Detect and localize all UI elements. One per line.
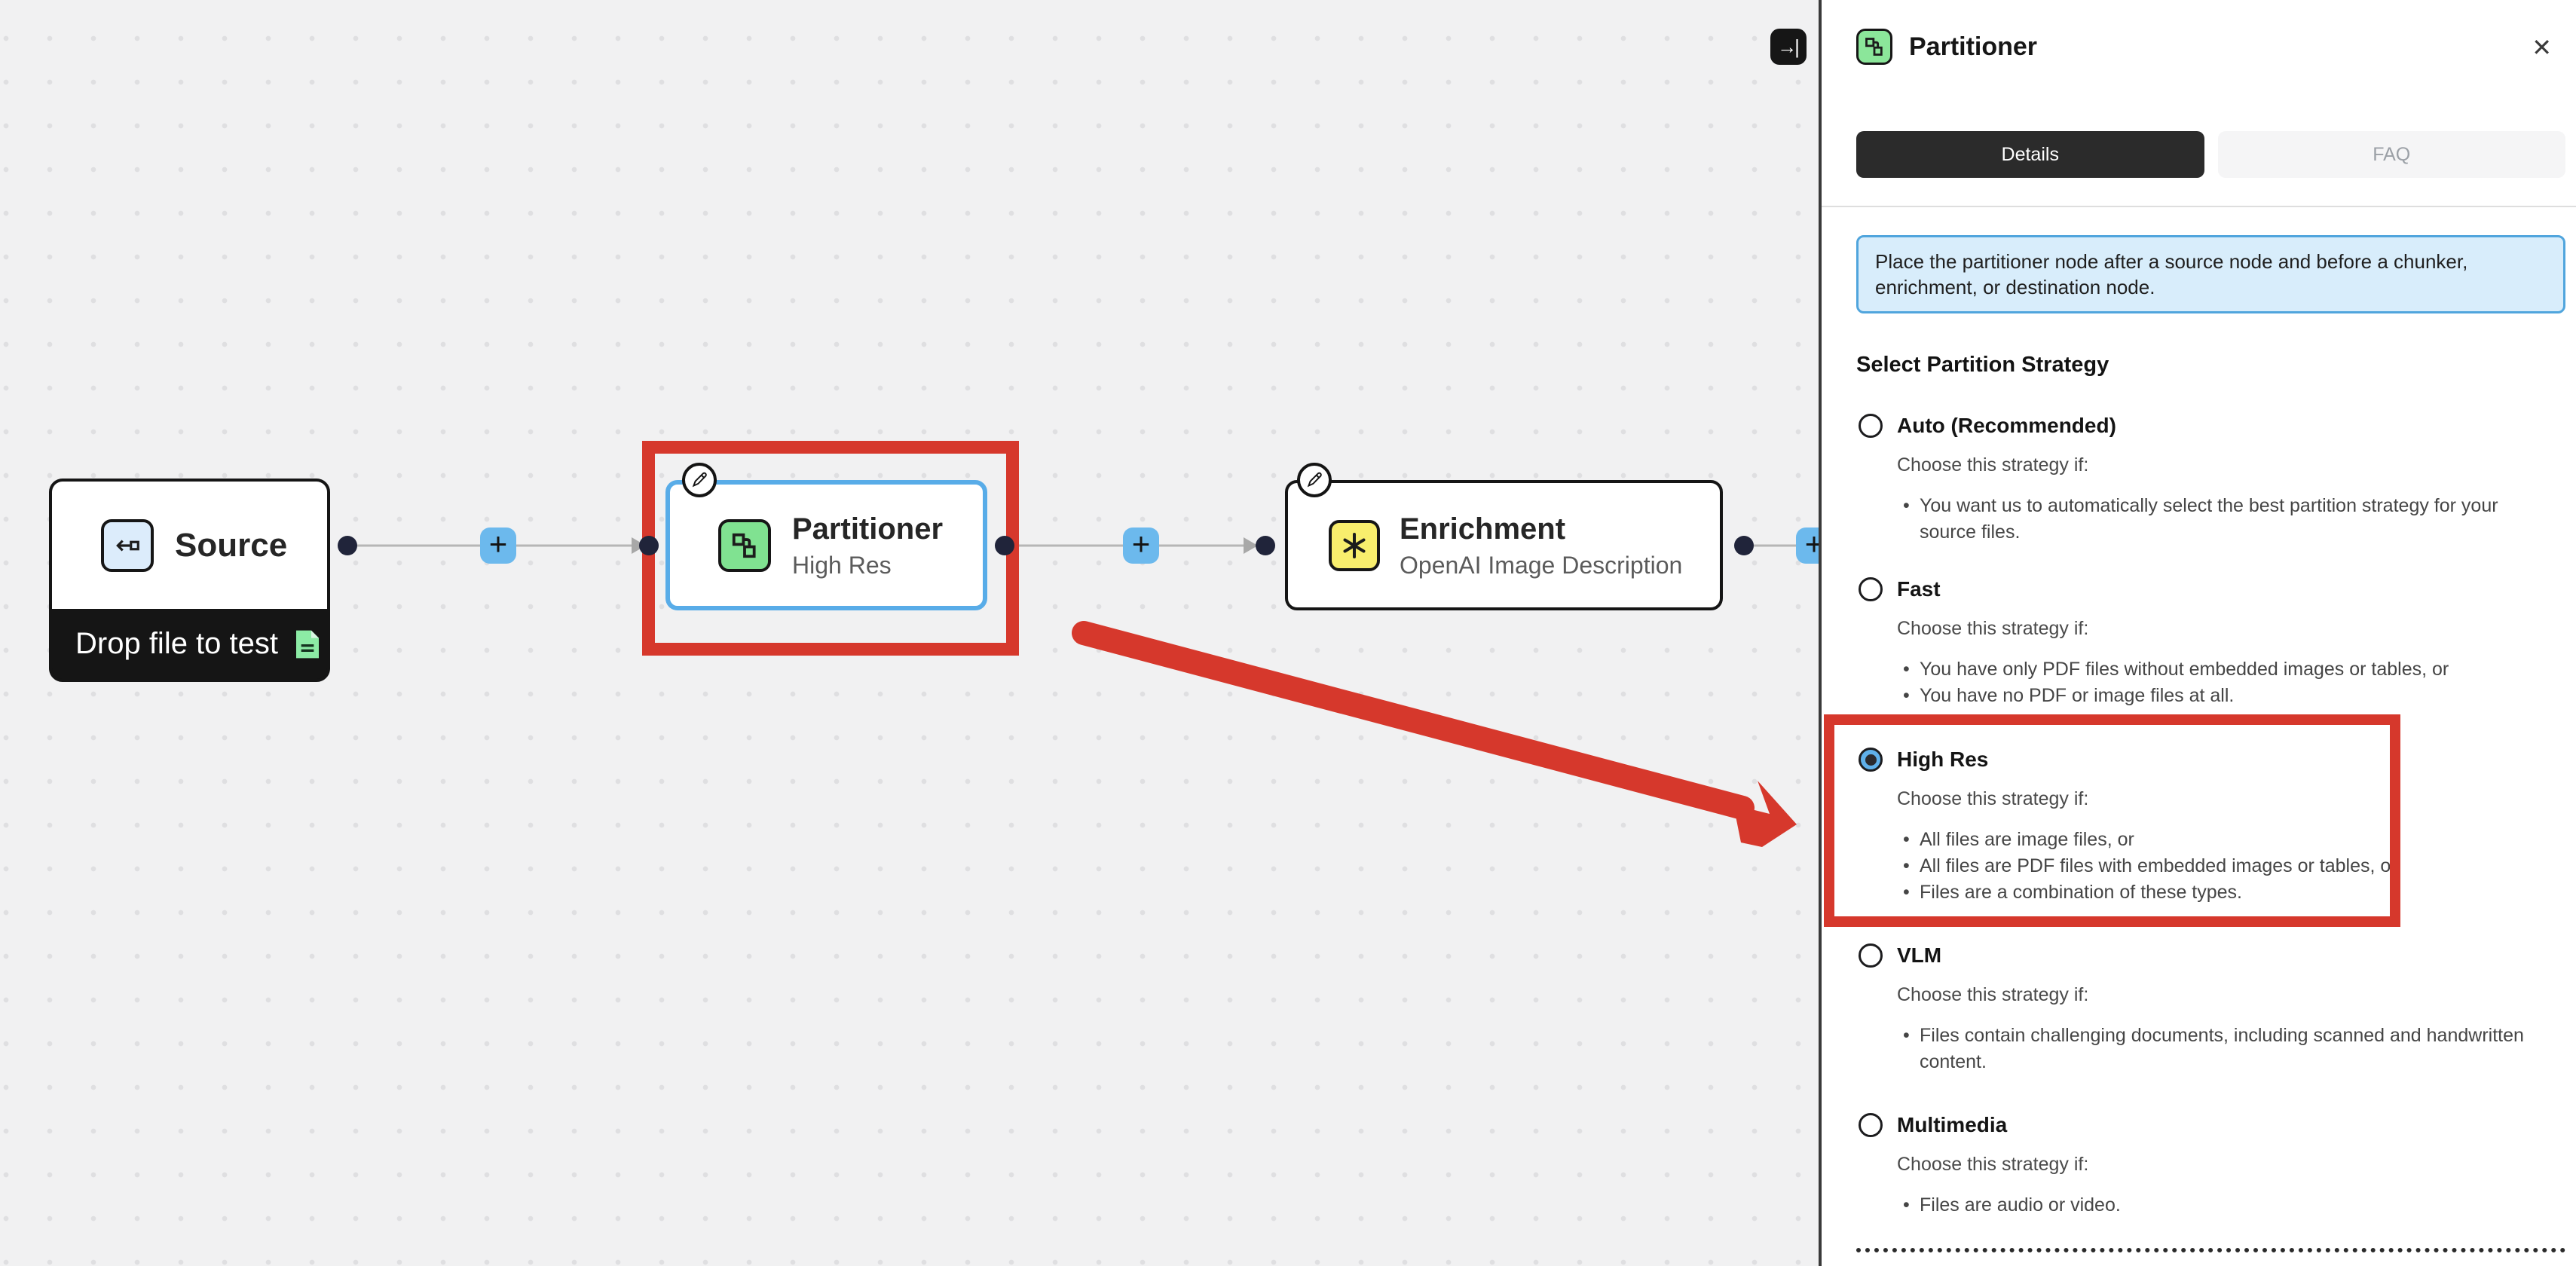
option-bullets: You want us to automatically select the … [1897,493,2546,546]
file-icon [296,630,320,658]
edge-arrowhead [1244,537,1258,554]
placement-info: Place the partitioner node after a sourc… [1856,235,2565,313]
option-label[interactable]: High Res [1897,748,1989,771]
choose-label: Choose this strategy if: [1897,788,2089,809]
panel-title: Partitioner [1909,32,2038,61]
bullet: All files are image files, or [1897,827,2546,853]
tab-details[interactable]: Details [1856,131,2204,178]
strategy-heading: Select Partition Strategy [1856,353,2109,377]
partitioner-icon [1856,29,1892,65]
add-node-button[interactable]: + [480,528,516,564]
option-bullets: You have only PDF files without embedded… [1897,656,2546,709]
node-enrichment-title: Enrichment [1400,512,1566,546]
strategy-option-auto: Auto (Recommended) Choose this strategy … [1859,411,2546,546]
source-icon [101,518,154,572]
enrichment-icon [1329,519,1380,571]
drop-file-label: Drop file to test [75,627,279,660]
strategy-option-multimedia: Multimedia Choose this strategy if: File… [1859,1110,2546,1219]
node-enrichment-subtitle: OpenAI Image Description [1400,551,1683,579]
port-enrichment-in[interactable] [1256,536,1275,555]
annotation-box-partitioner [642,441,1019,656]
strategy-option-high-res: High Res Choose this strategy if: All fi… [1859,745,2546,906]
edit-pencil-icon[interactable] [1297,463,1332,497]
option-bullets: Files are audio or video. [1897,1192,2546,1219]
panel-tabs: Details FAQ [1856,131,2565,178]
node-enrichment[interactable]: Enrichment OpenAI Image Description [1285,480,1723,610]
add-node-button[interactable]: + [1123,528,1159,564]
option-bullets: All files are image files, or All files … [1897,827,2546,906]
collapse-panel-button[interactable]: →| [1770,29,1807,65]
drop-file-zone[interactable]: Drop file to test [52,609,327,679]
radio-auto[interactable] [1859,414,1883,438]
node-partitioner[interactable]: Partitioner High Res [665,480,987,610]
tab-faq[interactable]: FAQ [2217,131,2565,178]
edit-pencil-icon[interactable] [682,463,717,497]
port-source-out[interactable] [338,536,357,555]
edge-layer [357,537,1796,554]
strategy-option-vlm: VLM Choose this strategy if: Files conta… [1859,940,2546,1075]
partitioner-icon [718,518,771,572]
bullet: You have only PDF files without embedded… [1897,656,2546,683]
node-source-body: Source [52,482,327,609]
option-label[interactable]: Multimedia [1897,1113,2008,1136]
strategy-option-fast: Fast Choose this strategy if: You have o… [1859,574,2546,709]
choose-label: Choose this strategy if: [1897,1154,2089,1175]
workflow-canvas[interactable]: Source Drop file to test [0,0,1832,1266]
section-divider [1856,1248,2565,1252]
bullet: Files contain challenging documents, inc… [1897,1023,2546,1075]
bullet: You have no PDF or image files at all. [1897,683,2546,709]
radio-vlm[interactable] [1859,943,1883,968]
node-partitioner-title: Partitioner [792,512,944,546]
edge-arrowhead [632,537,646,554]
choose-label: Choose this strategy if: [1897,618,2089,639]
bullet: All files are PDF files with embedded im… [1897,853,2546,879]
bullet: Files are audio or video. [1897,1192,2546,1219]
option-bullets: Files contain challenging documents, inc… [1897,1023,2546,1075]
choose-label: Choose this strategy if: [1897,454,2089,476]
port-partitioner-out[interactable] [995,536,1014,555]
node-source-title: Source [175,526,288,564]
node-source[interactable]: Source Drop file to test [49,479,330,682]
radio-fast[interactable] [1859,577,1883,601]
radio-high-res[interactable] [1859,748,1883,772]
tabs-divider [1822,206,2576,207]
choose-label: Choose this strategy if: [1897,984,2089,1005]
bullet: Files are a combination of these types. [1897,879,2546,906]
radio-multimedia[interactable] [1859,1113,1883,1137]
port-partitioner-in[interactable] [639,536,659,555]
panel-header: Partitioner [1856,29,2037,65]
bullet: You want us to automatically select the … [1897,493,2546,546]
option-label[interactable]: VLM [1897,943,1942,967]
annotation-box-high-res [1824,714,2400,927]
close-icon[interactable]: ✕ [2532,34,2552,61]
node-partitioner-subtitle: High Res [792,551,892,579]
option-label[interactable]: Auto (Recommended) [1897,414,2116,437]
port-enrichment-out[interactable] [1734,536,1754,555]
option-label[interactable]: Fast [1897,577,1941,601]
partitioner-panel: Partitioner ✕ Details FAQ Place the part… [1819,0,2576,1266]
